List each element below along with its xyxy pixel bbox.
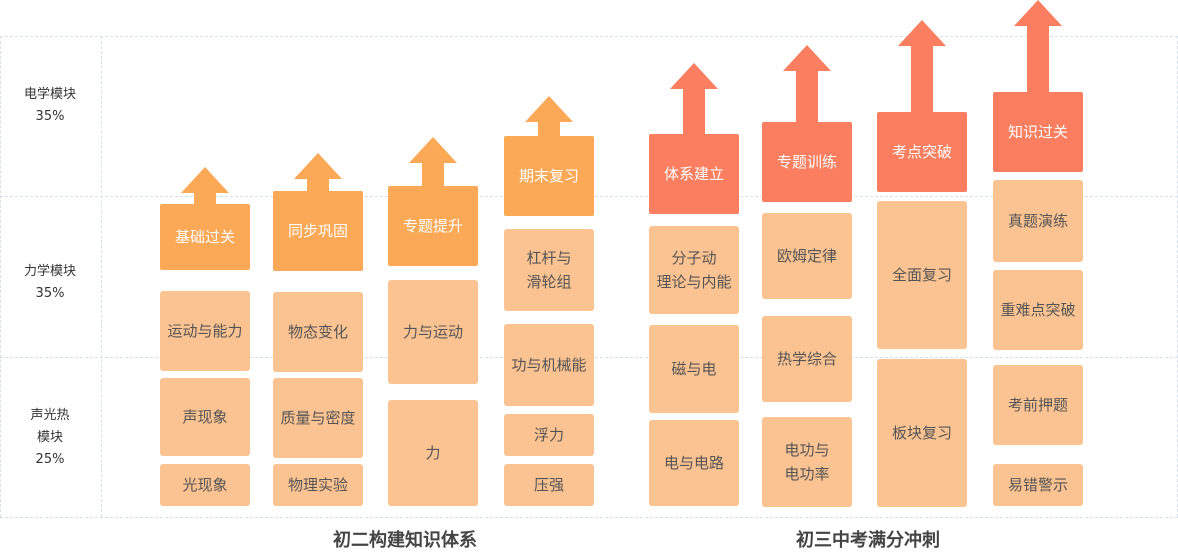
- topic-box: 重难点突破: [993, 270, 1083, 350]
- topic-box: 分子动 理论与内能: [649, 226, 739, 314]
- up-arrow-icon: [181, 167, 229, 205]
- stage-heading: 体系建立: [649, 134, 739, 214]
- topic-box: 电功与 电功率: [762, 417, 852, 507]
- topic-box: 板块复习: [877, 359, 967, 507]
- topic-box: 运动与能力: [160, 291, 250, 371]
- row-name: 电学模块: [23, 87, 76, 102]
- topic-box: 考前押题: [993, 365, 1083, 445]
- row-percent: 35%: [35, 109, 65, 124]
- topic-box: 电与电路: [649, 420, 739, 506]
- section-title-grade8: 初二构建知识体系: [333, 530, 477, 551]
- row-name-line2: 模块: [36, 430, 63, 445]
- up-arrow-icon: [294, 153, 342, 191]
- row-percent: 35%: [35, 286, 65, 301]
- topic-box: 压强: [504, 464, 594, 506]
- topic-box: 光现象: [160, 464, 250, 506]
- row-name: 力学模块: [23, 264, 76, 279]
- section-title-grade9: 初三中考满分冲刺: [796, 530, 940, 551]
- topic-box: 物态变化: [273, 292, 363, 372]
- stage-heading: 考点突破: [877, 112, 967, 192]
- up-arrow-icon: [1014, 0, 1062, 92]
- up-arrow-icon: [783, 45, 831, 122]
- topic-box: 全面复习: [877, 201, 967, 349]
- stage-heading: 期末复习: [504, 136, 594, 216]
- up-arrow-icon: [670, 63, 718, 134]
- topic-box: 浮力: [504, 414, 594, 456]
- stage-heading: 同步巩固: [273, 191, 363, 271]
- topic-box: 真题演练: [993, 180, 1083, 262]
- row-label-sound-light-heat: 声光热 模块 25%: [0, 405, 100, 471]
- topic-box: 功与机械能: [504, 324, 594, 406]
- row-label-mechanics: 力学模块 35%: [0, 261, 100, 305]
- topic-box: 热学综合: [762, 316, 852, 402]
- up-arrow-icon: [525, 96, 573, 136]
- row-name: 声光热: [30, 408, 70, 423]
- row-label-electricity: 电学模块 35%: [0, 84, 100, 128]
- topic-box: 欧姆定律: [762, 213, 852, 299]
- up-arrow-icon: [898, 20, 946, 112]
- topic-box: 易错警示: [993, 464, 1083, 506]
- stage-heading: 知识过关: [993, 92, 1083, 172]
- topic-box: 声现象: [160, 378, 250, 456]
- up-arrow-icon: [409, 137, 457, 186]
- stage-heading: 基础过关: [160, 204, 250, 270]
- grid-line-label-divider: [101, 36, 102, 517]
- grid-line-bottom: [0, 517, 1178, 518]
- topic-box: 物理实验: [273, 464, 363, 506]
- stage-heading: 专题提升: [388, 186, 478, 266]
- stage-heading: 专题训练: [762, 122, 852, 202]
- topic-box: 磁与电: [649, 325, 739, 413]
- grid-line-top: [0, 36, 1178, 37]
- topic-box: 质量与密度: [273, 378, 363, 458]
- grid-line-left: [0, 36, 1, 517]
- row-percent: 25%: [35, 452, 65, 467]
- topic-box: 力与运动: [388, 280, 478, 384]
- topic-box: 杠杆与 滑轮组: [504, 229, 594, 311]
- topic-box: 力: [388, 400, 478, 506]
